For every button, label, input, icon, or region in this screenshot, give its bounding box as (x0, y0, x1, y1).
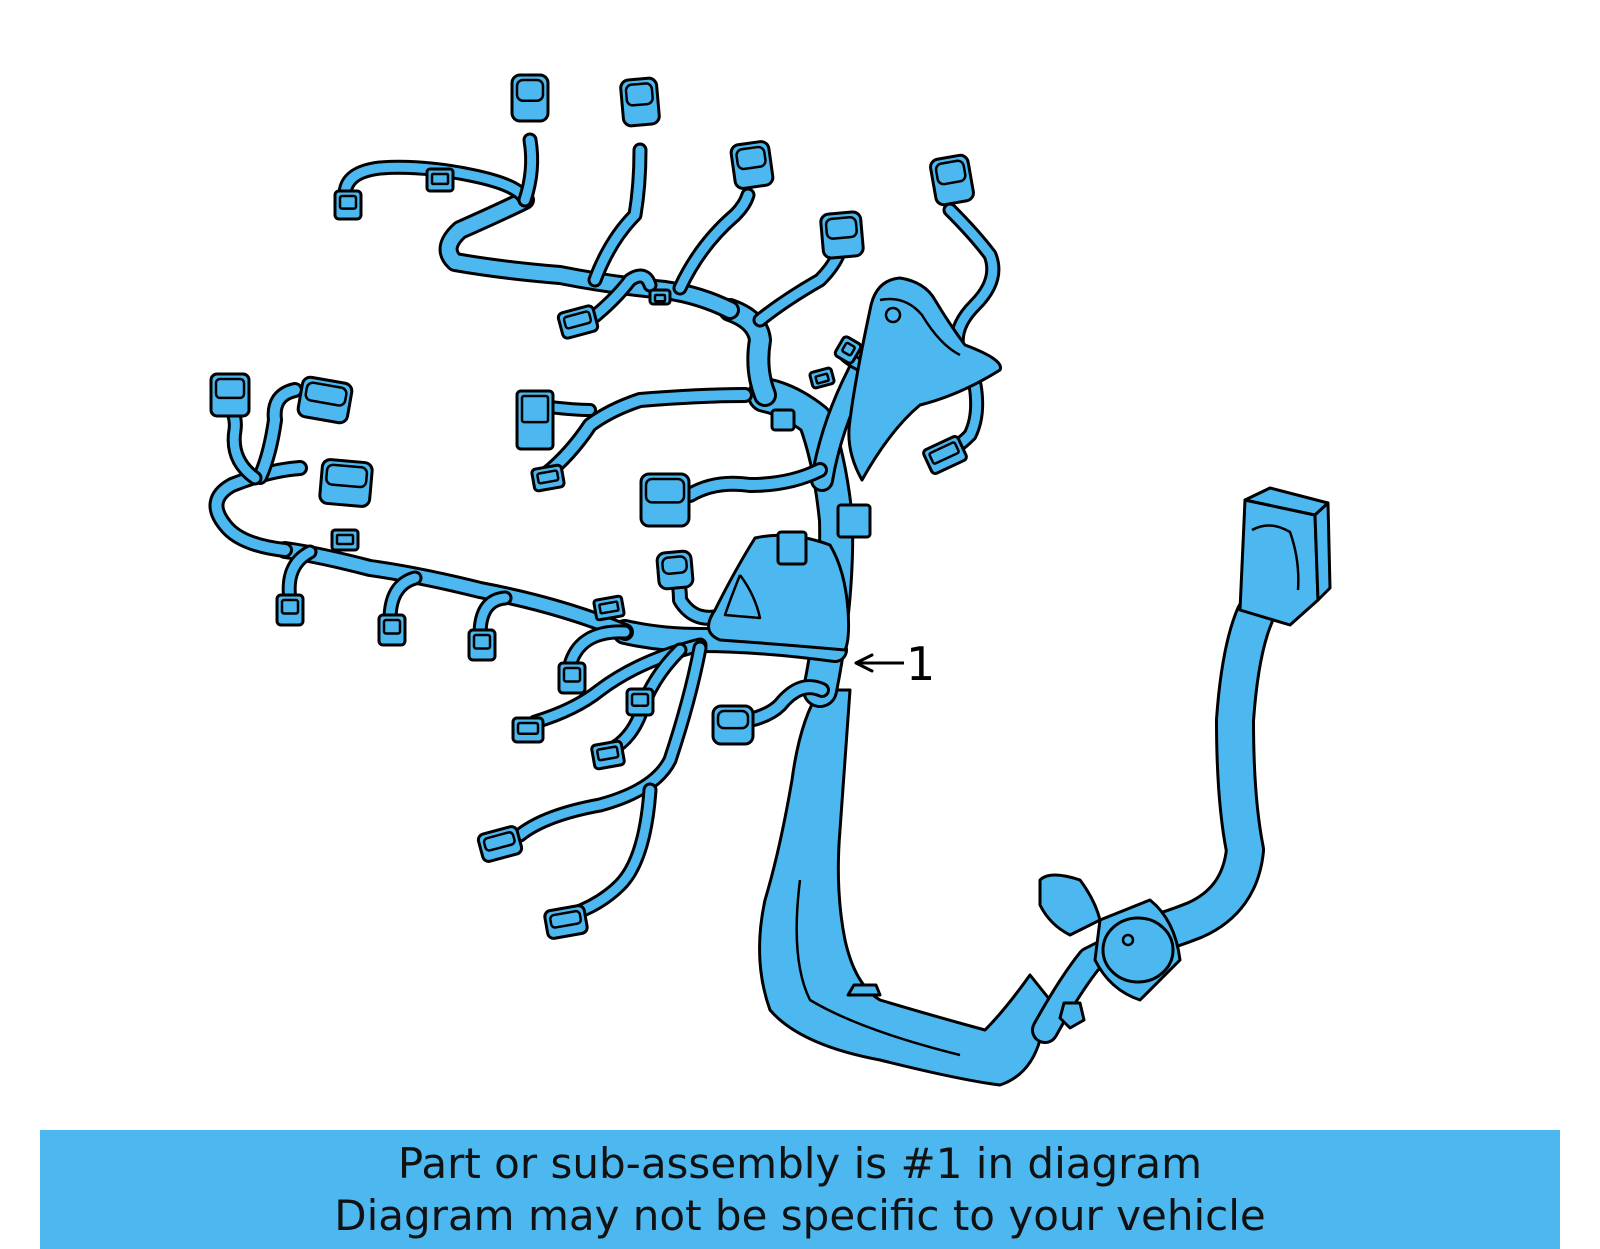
connector-shield-plug (655, 549, 695, 591)
harness-branch-branch-upper-mid-stub (543, 400, 597, 417)
connector-mid-left-small (530, 463, 566, 493)
harness-branch-bracket-to-top-conn (942, 202, 1001, 363)
connector-injector-3 (467, 628, 497, 662)
connector-upper-mid-clip (648, 288, 672, 306)
trunk-inner-contour (795, 879, 961, 1057)
connector-left-clip (330, 528, 360, 552)
mounting-bracket-plate (847, 276, 1003, 482)
connector-left-mid-sensor (318, 458, 374, 508)
trunk-clip (846, 983, 882, 997)
bulkhead-grommet (1038, 873, 1182, 1002)
harness-connectors (209, 73, 975, 940)
connector-low-sensor-plug (711, 704, 755, 746)
harness-branch-upper-c-up1 (517, 132, 540, 208)
trunk-clip-mid (770, 408, 796, 432)
connector-ignition-coil-5 (929, 153, 975, 207)
connector-low-plug-3 (590, 739, 626, 771)
harness-branch-upper-c-up4 (752, 242, 848, 328)
harness-branch-trunk-to-grommet (1031, 936, 1124, 1044)
connector-ignition-coil-4 (819, 210, 865, 260)
junction-shield-notch (723, 574, 762, 620)
connector-upper-clip (425, 167, 455, 193)
connector-ignition-coil-2 (619, 76, 661, 128)
caption-line-2: Diagram may not be specific to your vehi… (334, 1190, 1266, 1240)
connector-injector-4 (557, 661, 587, 695)
connector-o2-sensor-1 (476, 825, 524, 863)
connector-bracket-small-plug (833, 335, 863, 365)
harness-branch-upper-c-up2 (587, 142, 648, 288)
harness-branch-main-left-run (276, 541, 634, 641)
connector-injector-1 (275, 593, 305, 627)
connector-right-lower-plug (922, 435, 968, 475)
junction-shield (707, 533, 851, 652)
harness-branch-branch-c1 (281, 544, 318, 608)
connector-low-plug-2 (625, 687, 655, 717)
harness-branch-upper-c-down (582, 268, 658, 328)
harness-branch-upper-c-up3 (672, 187, 756, 296)
connector-mid-clip-block (592, 594, 626, 622)
harness-branch-branch-c4 (562, 624, 633, 673)
ecu-connector (1238, 486, 1332, 627)
trunk-clip-upper (836, 503, 872, 539)
part-callout: 1 (854, 637, 935, 691)
connector-ignition-coil-1 (510, 73, 550, 123)
connector-mid-left-block (515, 389, 555, 451)
wiring-harness-diagram: 1 (208, 73, 1332, 1087)
harness-branch-left-loop-up (252, 382, 303, 485)
harness-branch-ecu-cable (1130, 595, 1275, 955)
connector-left-top-sensor (296, 375, 354, 425)
bracket-hole (884, 306, 902, 324)
harness-branch-branch-low-4 (562, 782, 658, 923)
connector-mid-sensor (639, 472, 691, 528)
harness-branch-branch-to-rightlow (742, 679, 830, 728)
connector-small-right-plug (808, 366, 836, 390)
connector-left-top-block (209, 372, 251, 418)
connector-ignition-coil-3 (729, 140, 775, 190)
connector-upper-down-plug (556, 304, 600, 340)
connector-upper-left-plug (333, 189, 363, 221)
connector-o2-sensor-2 (543, 904, 589, 940)
bracket-inner-contour (879, 297, 961, 357)
ground-stud (1058, 1001, 1086, 1030)
caption-banner: Part or sub-assembly is #1 in diagram Di… (40, 1130, 1560, 1249)
callout-number-label: 1 (906, 637, 935, 691)
junction-connector (776, 530, 808, 566)
harness-branch-upper-main (438, 190, 740, 320)
harness-branch-upper-trunk (718, 298, 777, 407)
harness-branch-branch-mid-left-1 (682, 462, 828, 503)
connector-low-plug-1 (511, 716, 545, 744)
harness-main-trunk (758, 688, 1052, 1087)
caption-line-1: Part or sub-assembly is #1 in diagram (397, 1138, 1203, 1188)
harness-branch-branch-upper-mid (537, 387, 753, 483)
connector-injector-2 (377, 613, 407, 647)
